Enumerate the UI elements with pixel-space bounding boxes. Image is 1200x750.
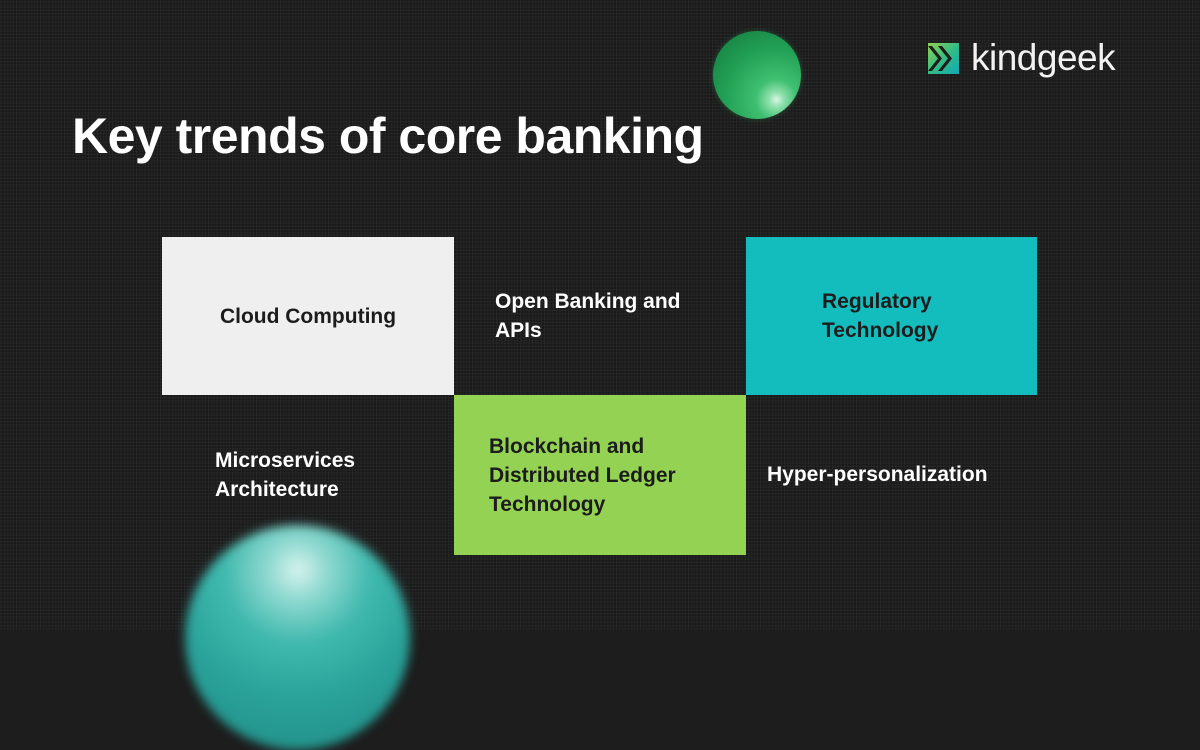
logo-wordmark: kindgeek [971, 37, 1116, 78]
trend-card-hyper-personalization: Hyper-personalization [746, 395, 1038, 555]
trend-card-regulatory-technology: Regulatory Technology [746, 237, 1037, 395]
trend-card-blockchain: Blockchain and Distributed Ledger Techno… [454, 395, 746, 555]
trend-card-microservices: Microservices Architecture [162, 395, 454, 555]
trend-label: Microservices Architecture [215, 449, 356, 501]
decorative-green-sphere [713, 31, 801, 119]
brand-logo: kindgeek [928, 37, 1116, 78]
trend-label: Regulatory Technology [822, 290, 939, 342]
trend-card-open-banking: Open Banking and APIs [454, 237, 746, 395]
trend-label: Hyper-personalization [767, 462, 988, 486]
decorative-teal-sphere [185, 525, 410, 750]
trend-label: Blockchain and Distributed Ledger Techno… [489, 434, 676, 516]
trend-card-cloud-computing: Cloud Computing [162, 237, 454, 395]
trend-label: Cloud Computing [219, 304, 397, 328]
trend-label: Open Banking and APIs [495, 290, 681, 342]
page-title: Key trends of core banking [72, 108, 704, 164]
double-chevron-logo-icon [928, 42, 959, 74]
